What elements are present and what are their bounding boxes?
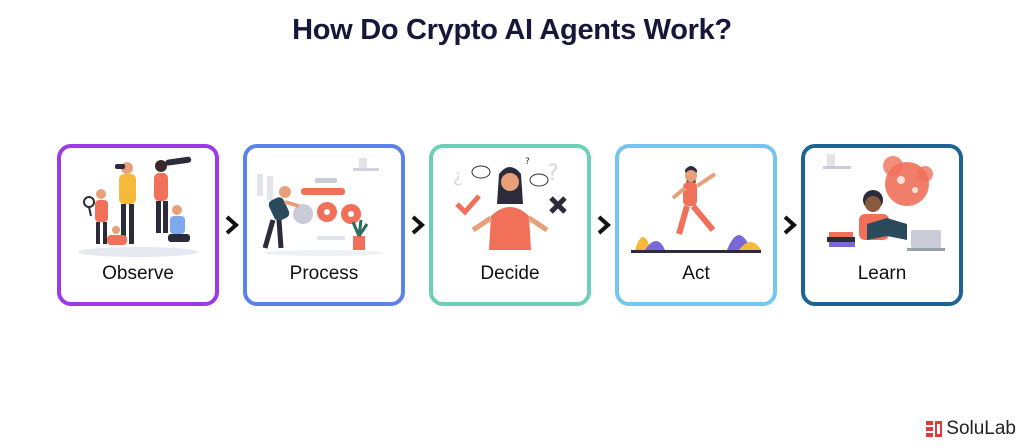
step-label: Process xyxy=(289,263,359,284)
step-card-act: Act xyxy=(615,144,777,306)
page-title: How Do Crypto AI Agents Work? xyxy=(292,14,732,46)
svg-text:?: ? xyxy=(525,157,530,167)
step-card-decide: ¿ ? ? Decide xyxy=(429,144,591,306)
process-flow: Observe xyxy=(57,144,967,306)
svg-text:¿: ¿ xyxy=(453,166,463,187)
act-illustration xyxy=(631,166,761,253)
brand-logo: SoluLab xyxy=(926,418,1016,440)
svg-text:?: ? xyxy=(547,161,559,186)
chevron-right-icon xyxy=(225,215,240,235)
step-card-observe: Observe xyxy=(57,144,219,306)
decide-illustration: ¿ ? ? xyxy=(453,157,567,250)
step-label: Observe xyxy=(102,263,174,284)
chevron-right-icon xyxy=(597,215,612,235)
step-label: Act xyxy=(682,263,710,284)
step-label: Decide xyxy=(480,263,540,284)
solulab-logo-icon xyxy=(926,421,943,437)
learn-illustration xyxy=(823,154,945,251)
step-card-learn: Learn xyxy=(801,144,963,306)
chevron-right-icon xyxy=(783,215,798,235)
process-illustration xyxy=(257,158,384,256)
brand-name: SoluLab xyxy=(946,418,1016,439)
step-label: Learn xyxy=(857,263,907,284)
chevron-right-icon xyxy=(411,215,426,235)
observe-illustration xyxy=(78,156,198,257)
step-card-process: Process xyxy=(243,144,405,306)
